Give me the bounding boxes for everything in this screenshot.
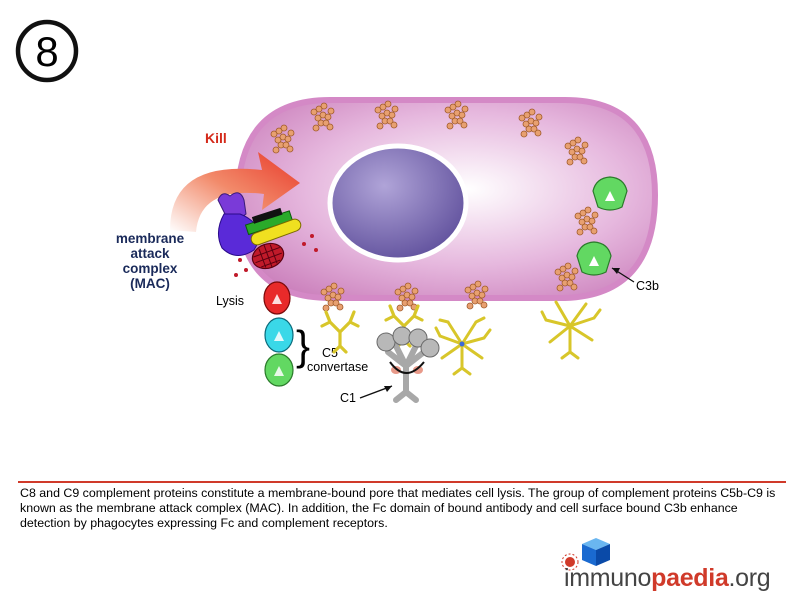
slide-number-badge: 8 (15, 19, 79, 83)
antibodies (320, 300, 602, 376)
slide-number: 8 (35, 28, 58, 75)
logo-cube-icon (561, 538, 610, 571)
kill-arrow (170, 152, 300, 232)
c1-complex (376, 326, 440, 403)
svg-text:(MAC): (MAC) (130, 276, 170, 291)
lysis-label: Lysis (216, 294, 244, 308)
caption-divider (18, 481, 786, 483)
c1-label: C1 (340, 391, 356, 405)
nucleus (327, 143, 469, 263)
logo-text: immunopaedia.org (564, 564, 771, 592)
svg-text:attack: attack (130, 246, 170, 261)
c3b-label: C3b (636, 279, 659, 293)
membrane-attack-complex (217, 192, 318, 277)
svg-text:membrane: membrane (116, 231, 185, 246)
c5-convertase-brace: } (296, 322, 310, 369)
mac-label: membrane attack complex (MAC) (116, 231, 185, 291)
convertase-label: convertase (307, 360, 368, 374)
target-cell (234, 97, 659, 301)
svg-text:complex: complex (123, 261, 178, 276)
caption-text: C8 and C9 complement proteins constitute… (20, 486, 776, 530)
c5-convertase-stack (263, 281, 294, 387)
kill-label: Kill (205, 130, 227, 146)
c5-label: C5 (322, 346, 338, 360)
immunopaedia-logo: immunopaedia.org (556, 536, 788, 596)
